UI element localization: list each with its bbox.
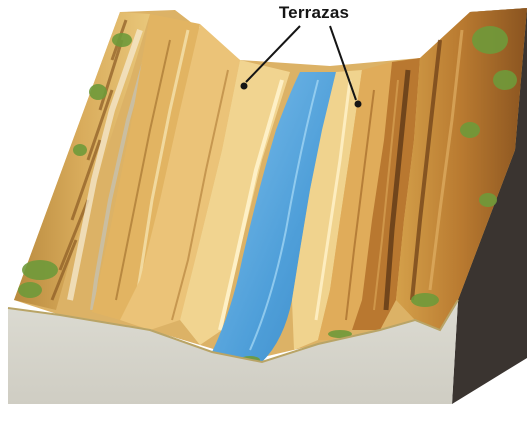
terraces-label: Terrazas xyxy=(259,3,369,23)
